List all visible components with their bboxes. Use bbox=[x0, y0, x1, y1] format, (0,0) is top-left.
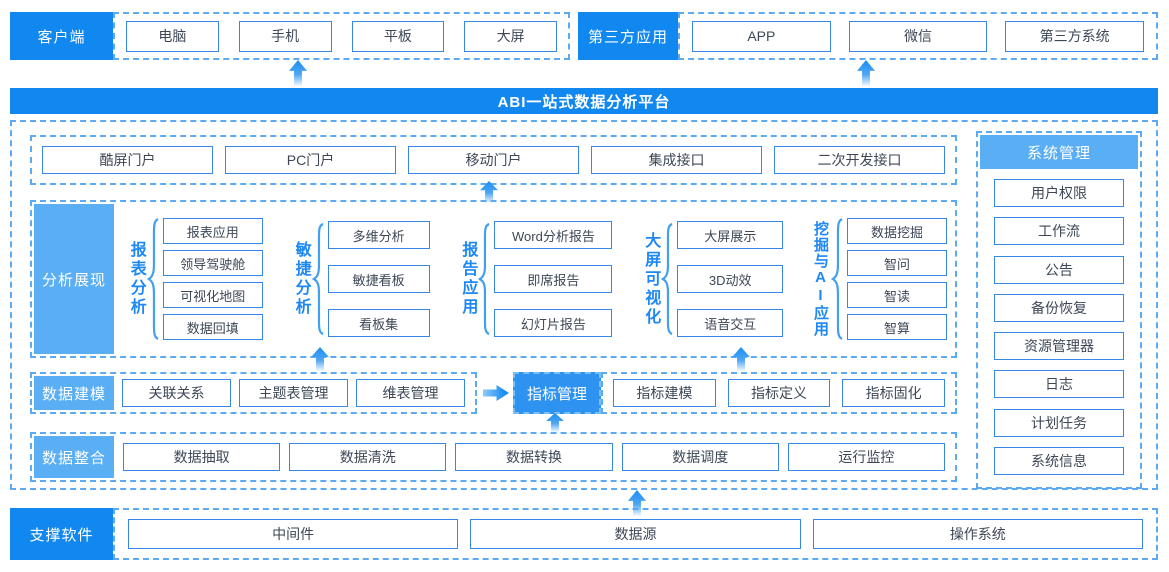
analysis-group-name: 大屏可视化 bbox=[642, 231, 660, 327]
third-party-item: 微信 bbox=[848, 20, 988, 52]
analysis-item: 数据挖掘 bbox=[847, 218, 947, 244]
client-group: 电脑 手机 平板 大屏 bbox=[113, 12, 570, 60]
system-item: 资源管理器 bbox=[994, 332, 1124, 361]
analysis-item: 3D动效 bbox=[677, 265, 784, 293]
analysis-item: 领导驾驶舱 bbox=[162, 250, 263, 276]
third-party-label: 第三方应用 bbox=[578, 12, 678, 60]
support-label: 支撑软件 bbox=[10, 508, 113, 560]
brace-icon bbox=[661, 223, 674, 335]
brace-icon bbox=[478, 223, 491, 335]
system-item: 计划任务 bbox=[994, 408, 1124, 437]
brace-icon bbox=[312, 223, 325, 335]
analysis-item: 幻灯片报告 bbox=[494, 309, 613, 337]
analysis-item: 敏捷看板 bbox=[327, 265, 430, 293]
support-row: 支撑软件 中间件 数据源 操作系统 bbox=[10, 508, 1158, 560]
system-item: 用户权限 bbox=[994, 179, 1124, 208]
client-item: 电脑 bbox=[126, 20, 219, 52]
analysis-group-agile: 敏捷分析 多维分析 敏捷看板 看板集 bbox=[292, 221, 430, 337]
brace-icon bbox=[831, 218, 844, 340]
top-row: 客户端 电脑 手机 平板 大屏 第三方应用 APP 微信 第三方系统 bbox=[10, 12, 1158, 60]
analysis-item: 大屏展示 bbox=[677, 221, 784, 249]
analysis-item: 数据回填 bbox=[162, 314, 263, 340]
integration-section: 数据整合 数据抽取 数据清洗 数据转换 数据调度 运行监控 bbox=[30, 432, 957, 482]
analysis-group-items: 报表应用 领导驾驶舱 可视化地图 数据回填 bbox=[162, 218, 263, 340]
analysis-item: 语音交互 bbox=[677, 309, 784, 337]
support-item: 数据源 bbox=[470, 519, 801, 549]
support-item: 中间件 bbox=[128, 519, 459, 549]
platform-banner: ABI一站式数据分析平台 bbox=[10, 88, 1158, 114]
integration-item: 数据调度 bbox=[621, 443, 779, 471]
system-item: 备份恢复 bbox=[994, 293, 1124, 322]
portal-item: 移动门户 bbox=[408, 146, 579, 174]
analysis-item: 智读 bbox=[847, 282, 947, 308]
integration-item: 数据清洗 bbox=[289, 443, 447, 471]
metric-section: 指标建模 指标定义 指标固化 bbox=[601, 372, 957, 414]
analysis-group-name: 报表分析 bbox=[127, 241, 145, 317]
analysis-item: 报表应用 bbox=[162, 218, 263, 244]
modeling-item: 关联关系 bbox=[122, 379, 231, 407]
analysis-group-items: 多维分析 敏捷看板 看板集 bbox=[327, 221, 430, 337]
analysis-group-name: 报告应用 bbox=[459, 241, 477, 317]
analysis-item: 智算 bbox=[847, 314, 947, 340]
system-management-label: 系统管理 bbox=[980, 135, 1138, 169]
analysis-item: 看板集 bbox=[327, 309, 430, 337]
metric-item: 指标固化 bbox=[842, 379, 946, 407]
modeling-row: 数据建模 关联关系 主题表管理 维表管理 指标管理 指标建模 指标定义 指标固化 bbox=[30, 372, 957, 414]
client-item: 平板 bbox=[351, 20, 445, 52]
analysis-section: 分析展现 报表分析 报表应用 领导驾驶舱 可视化地图 数据回填 敏捷分析 bbox=[30, 200, 957, 358]
integration-item: 运行监控 bbox=[787, 443, 946, 471]
right-arrow-icon bbox=[483, 385, 509, 401]
third-party-item: APP bbox=[692, 20, 831, 52]
analysis-group-bigscreen: 大屏可视化 大屏展示 3D动效 语音交互 bbox=[641, 221, 784, 337]
system-management-items: 用户权限 工作流 公告 备份恢复 资源管理器 日志 计划任务 系统信息 bbox=[980, 169, 1138, 485]
analysis-group-items: 数据挖掘 智问 智读 智算 bbox=[847, 218, 947, 340]
analysis-groups: 报表分析 报表应用 领导驾驶舱 可视化地图 数据回填 敏捷分析 多维分析 敏捷看… bbox=[127, 202, 947, 356]
analysis-group-reporting: 报告应用 Word分析报告 即席报告 幻灯片报告 bbox=[459, 221, 613, 337]
system-item: 日志 bbox=[994, 370, 1124, 399]
client-item: 大屏 bbox=[464, 20, 557, 52]
system-management-section: 系统管理 用户权限 工作流 公告 备份恢复 资源管理器 日志 计划任务 系统信息 bbox=[976, 131, 1142, 489]
third-party-group: APP 微信 第三方系统 bbox=[678, 12, 1158, 60]
integration-section-label: 数据整合 bbox=[34, 436, 114, 478]
modeling-item: 维表管理 bbox=[356, 379, 465, 407]
integration-item: 数据抽取 bbox=[123, 443, 281, 471]
metric-item: 指标定义 bbox=[727, 379, 831, 407]
analysis-item: 可视化地图 bbox=[162, 282, 263, 308]
analysis-group-ai: 挖掘与AI应用 数据挖掘 智问 智读 智算 bbox=[812, 218, 947, 340]
client-label: 客户端 bbox=[10, 12, 113, 60]
support-group: 中间件 数据源 操作系统 bbox=[113, 508, 1158, 560]
brace-icon bbox=[147, 218, 160, 340]
modeling-item: 主题表管理 bbox=[239, 379, 348, 407]
metric-item: 指标建模 bbox=[613, 379, 716, 407]
modeling-section-label: 数据建模 bbox=[34, 376, 114, 410]
support-item: 操作系统 bbox=[812, 519, 1143, 549]
third-party-item: 第三方系统 bbox=[1005, 20, 1145, 52]
portal-group: 酷屏门户 PC门户 移动门户 集成接口 二次开发接口 bbox=[30, 135, 957, 185]
portal-item: 二次开发接口 bbox=[774, 146, 945, 174]
portal-item: 集成接口 bbox=[591, 146, 762, 174]
up-arrow-icon bbox=[857, 60, 875, 86]
system-item: 系统信息 bbox=[994, 446, 1124, 475]
analysis-group-items: 大屏展示 3D动效 语音交互 bbox=[677, 221, 784, 337]
analysis-group-report: 报表分析 报表应用 领导驾驶舱 可视化地图 数据回填 bbox=[127, 218, 263, 340]
system-item: 工作流 bbox=[994, 217, 1124, 246]
metric-management-label: 指标管理 bbox=[513, 372, 601, 414]
analysis-group-items: Word分析报告 即席报告 幻灯片报告 bbox=[494, 221, 613, 337]
portal-item: PC门户 bbox=[225, 146, 396, 174]
platform-container: 酷屏门户 PC门户 移动门户 集成接口 二次开发接口 分析展现 报表分析 报表应… bbox=[10, 120, 1158, 490]
portal-item: 酷屏门户 bbox=[42, 146, 213, 174]
analysis-section-label: 分析展现 bbox=[34, 204, 114, 354]
modeling-section: 数据建模 关联关系 主题表管理 维表管理 bbox=[30, 372, 477, 414]
analysis-item: 即席报告 bbox=[494, 265, 613, 293]
analysis-item: 智问 bbox=[847, 250, 947, 276]
analysis-group-name: 挖掘与AI应用 bbox=[812, 221, 829, 337]
analysis-group-name: 敏捷分析 bbox=[292, 241, 310, 317]
client-item: 手机 bbox=[238, 20, 332, 52]
analysis-item: Word分析报告 bbox=[494, 221, 613, 249]
up-arrow-icon bbox=[289, 60, 307, 86]
system-item: 公告 bbox=[994, 255, 1124, 284]
integration-item: 数据转换 bbox=[455, 443, 613, 471]
analysis-item: 多维分析 bbox=[327, 221, 430, 249]
